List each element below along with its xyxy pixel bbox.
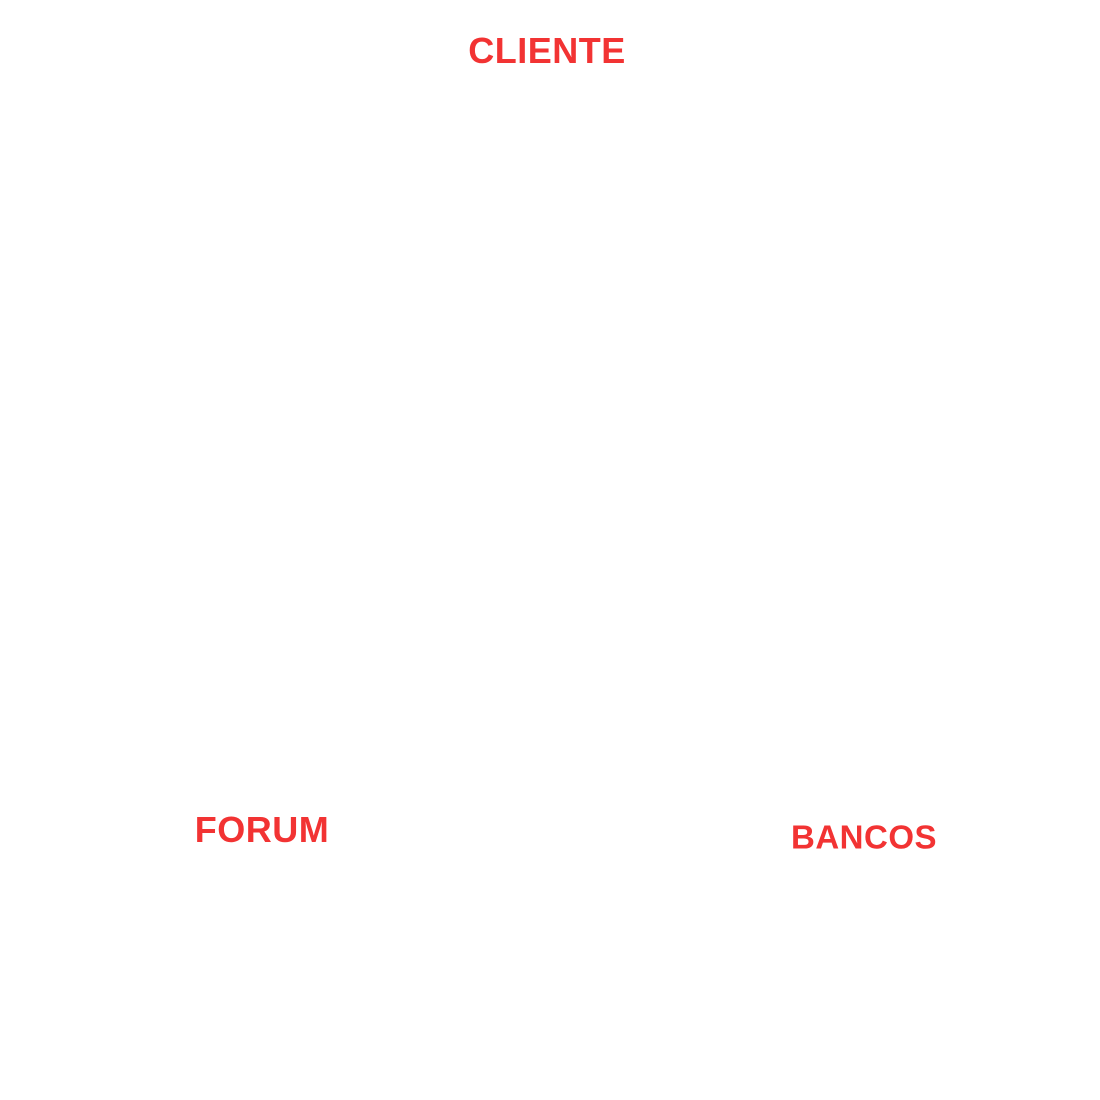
node-label-forum: FORUM	[194, 809, 330, 850]
node-label-bancos: BANCOS	[790, 818, 938, 856]
node-label-cliente: CLIENTE	[468, 30, 626, 71]
